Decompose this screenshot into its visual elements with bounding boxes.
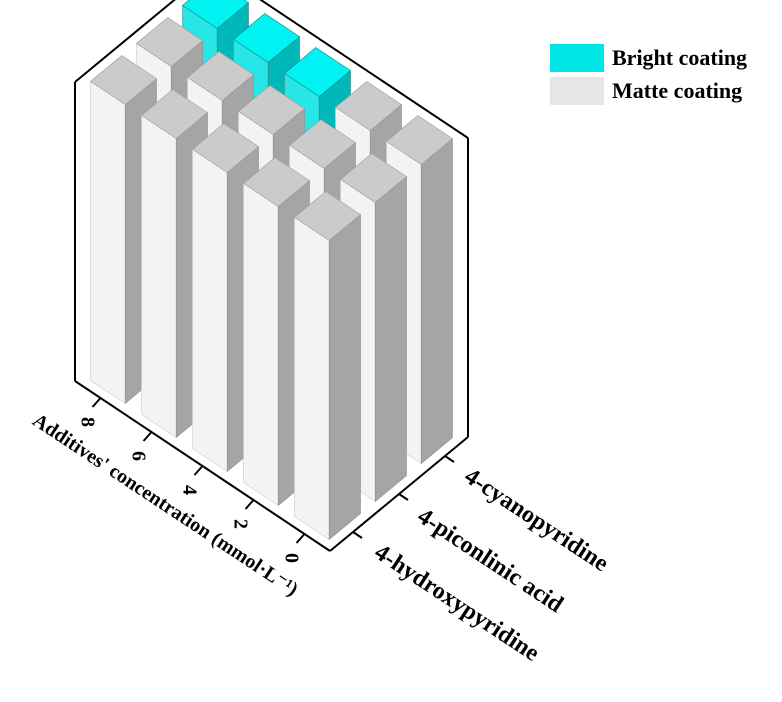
x-tick-mark	[91, 397, 102, 408]
legend-label: Bright coating	[612, 45, 747, 70]
x-tick-label: 6	[128, 451, 150, 461]
category-tick-mark	[352, 531, 363, 539]
bar	[293, 191, 362, 541]
bar-top-face	[242, 157, 311, 207]
bar-front-face	[141, 114, 177, 439]
bar-top-face	[232, 13, 301, 63]
bar-top-face	[237, 85, 306, 135]
category-tick-mark	[398, 493, 409, 501]
legend-label: Matte coating	[612, 78, 742, 103]
bar-front-face	[294, 216, 330, 541]
x-tick-mark	[295, 533, 306, 544]
bar-top-face	[181, 0, 250, 29]
bar-front-face	[90, 80, 126, 405]
x-tick-mark	[142, 431, 153, 442]
bar-top-face	[89, 55, 158, 105]
frame-back-edge	[74, 0, 176, 83]
x-tick-label: 0	[281, 553, 303, 563]
legend-swatch	[550, 77, 604, 105]
x-tick-label: 4	[179, 485, 201, 495]
bar-front-face	[192, 148, 228, 473]
x-tick-mark	[244, 499, 255, 510]
bar-front-face	[243, 182, 279, 507]
bar-side-face	[420, 137, 453, 465]
bar-top-face	[283, 47, 352, 97]
bar-top-face	[385, 115, 454, 165]
bar-top-face	[339, 153, 408, 203]
bar-top-face	[334, 81, 403, 131]
bar-top-face	[191, 123, 260, 173]
bar-top-face	[186, 51, 255, 101]
category-tick-label: 4-hydroxypyridine	[370, 539, 544, 667]
bar-top-face	[135, 17, 204, 67]
bar-side-face	[374, 175, 407, 503]
bar-side-face	[328, 213, 361, 541]
category-tick-mark	[444, 455, 455, 463]
bars-layer	[89, 0, 454, 541]
bar-top-face	[293, 191, 362, 241]
x-tick-label: 2	[230, 519, 252, 529]
bar-top-face	[140, 89, 209, 139]
frame-back-edge	[259, 0, 469, 139]
legend-swatch	[550, 44, 604, 72]
bar-top-face	[288, 119, 357, 169]
x-tick-mark	[193, 465, 204, 476]
x-tick-label: 8	[77, 417, 99, 427]
